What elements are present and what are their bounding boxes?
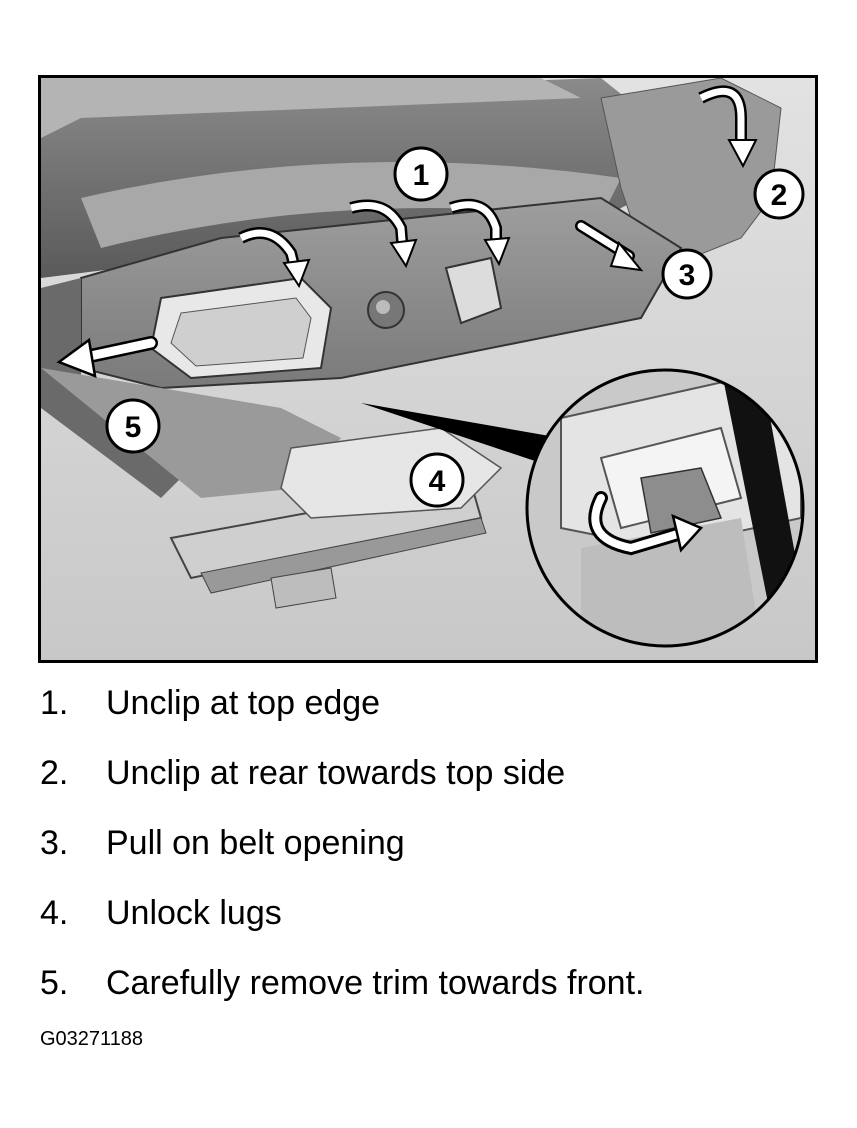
- step-item: 3. Pull on belt opening: [40, 808, 840, 878]
- step-text: Unlock lugs: [106, 893, 282, 932]
- callout-2-label: 2: [771, 179, 788, 212]
- callout-3-label: 3: [679, 259, 696, 292]
- callout-1-label: 1: [413, 159, 430, 192]
- seat-rail-lower: [200, 517, 487, 594]
- callout-4: 4: [409, 452, 465, 508]
- step-text: Unclip at rear towards top side: [106, 753, 566, 792]
- unclip-rear-arrow: [698, 85, 758, 169]
- step-list: 1. Unclip at top edge 2. Unclip at rear …: [40, 668, 840, 1018]
- seat-switch: [444, 256, 503, 325]
- seat-frame-underside: [41, 368, 341, 498]
- step-number: 1.: [40, 683, 69, 722]
- callout-3: 3: [661, 248, 713, 300]
- step-number: 4.: [40, 893, 69, 932]
- step-text: Pull on belt opening: [106, 823, 405, 862]
- unclip-top-arrows: [238, 198, 511, 289]
- step-text: Unclip at top edge: [106, 683, 381, 722]
- adjust-knob-center: [376, 300, 390, 314]
- callout-5-label: 5: [125, 411, 142, 444]
- step-item: 2. Unclip at rear towards top side: [40, 738, 840, 808]
- step-item: 1. Unclip at top edge: [40, 668, 840, 738]
- zoom-pointer: [361, 403, 561, 463]
- remove-front-arrow: [56, 336, 158, 378]
- figure-id: G03271188: [40, 1028, 144, 1050]
- recliner-lever-grip: [170, 297, 312, 367]
- step-number: 5.: [40, 963, 69, 1002]
- callout-1: 1: [393, 146, 449, 202]
- step-number: 3.: [40, 823, 69, 862]
- callout-5: 5: [105, 398, 161, 454]
- step-item: 5. Carefully remove trim towards front.: [40, 948, 840, 1018]
- step-number: 2.: [40, 753, 69, 792]
- seat-trim-illustration: 1 2 3 4 5: [38, 75, 818, 663]
- pull-belt-arrow: [575, 220, 644, 272]
- rail-bracket: [270, 567, 337, 609]
- zoom-inset: [525, 368, 805, 648]
- callout-4-label: 4: [429, 465, 446, 498]
- seat-trim-drawing: 1 2 3 4 5: [41, 78, 815, 660]
- callout-2: 2: [753, 168, 805, 220]
- seat-cushion-top: [41, 78, 581, 138]
- step-item: 4. Unlock lugs: [40, 878, 840, 948]
- step-text: Carefully remove trim towards front.: [106, 963, 645, 1002]
